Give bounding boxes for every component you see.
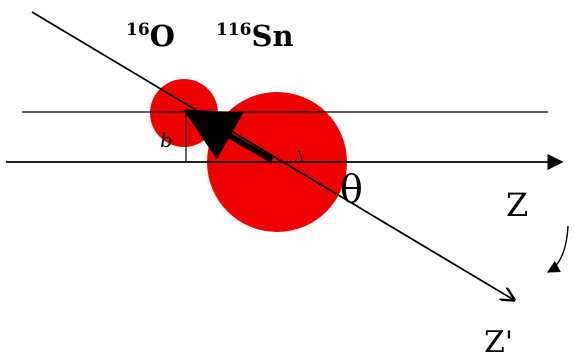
projectile-label: 16O xyxy=(126,19,175,53)
z-prime-axis-label: Z' xyxy=(484,325,513,360)
target-mass-number: 116 xyxy=(216,20,252,40)
projectile-symbol: O xyxy=(150,19,175,53)
rotation-arrow xyxy=(546,225,569,273)
z-axis-label: Z xyxy=(506,186,528,224)
projectile-mass-number: 16 xyxy=(126,20,150,40)
separation-vector-arrow xyxy=(183,109,274,163)
angle-arc xyxy=(298,150,303,163)
target-symbol: Sn xyxy=(252,19,294,53)
target-label: 116Sn xyxy=(216,19,294,53)
z-prime-axis-arrow xyxy=(31,11,514,300)
impact-parameter-label: b xyxy=(160,128,173,152)
angle-label: θ xyxy=(340,167,363,211)
